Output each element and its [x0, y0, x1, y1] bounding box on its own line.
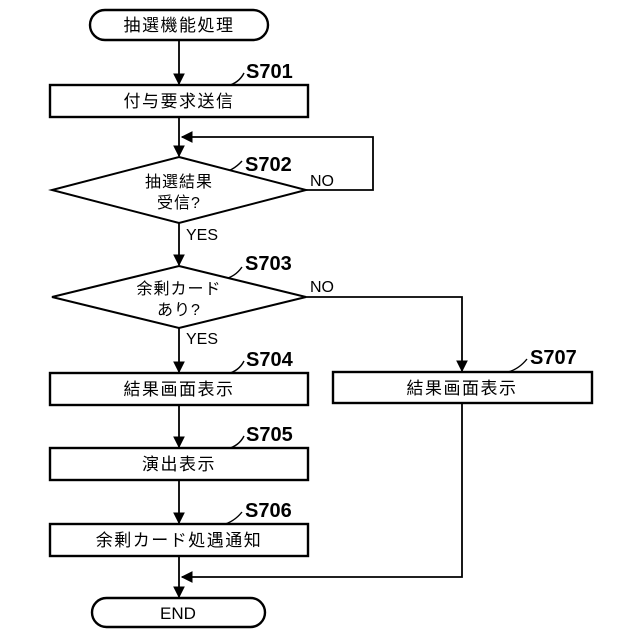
- s707-box: [331, 370, 594, 405]
- connector-s707-to-merge: [180, 403, 463, 583]
- s701-step-id: S701: [246, 61, 293, 83]
- step-s701: 付与要求送信 S701: [48, 61, 310, 119]
- s702-diamond: [48, 155, 310, 225]
- s707-label: 結果画面表示: [407, 379, 518, 398]
- end-terminal: END: [90, 596, 267, 629]
- s703-step-id: S703: [245, 253, 292, 275]
- connectors: [173, 40, 468, 599]
- s705-label: 演出表示: [142, 455, 216, 474]
- s703-diamond: [51, 264, 307, 330]
- step-s702: 抽選結果 受信? S702 NO YES: [48, 154, 334, 244]
- step-s706: 余剰カード処遇通知 S706: [48, 500, 310, 558]
- s702-label-line1: 抽選結果: [145, 173, 213, 191]
- start-terminal-label: 抽選機能処理: [124, 16, 235, 35]
- s706-box: [48, 522, 310, 558]
- s703-yes-label: YES: [186, 331, 218, 348]
- s704-step-id: S704: [246, 349, 294, 371]
- s706-step-id: S706: [245, 500, 292, 522]
- s705-step-id: S705: [246, 424, 293, 446]
- step-s707: 結果画面表示 S707: [331, 347, 594, 405]
- connector-s703-no-to-s707: [306, 296, 468, 373]
- s703-label-line1: 余剰カード: [136, 279, 221, 298]
- s702-step-id: S702: [245, 154, 292, 176]
- s702-label-line2: 受信?: [157, 194, 201, 212]
- step-s705: 演出表示 S705: [48, 424, 310, 482]
- s703-label-line2: あり?: [157, 301, 201, 319]
- end-terminal-label: END: [160, 604, 196, 623]
- step-s703: 余剰カード あり? S703 NO YES: [51, 253, 334, 348]
- s703-no-label: NO: [310, 279, 334, 296]
- connector-s702-no-loop: [180, 131, 374, 191]
- s707-leader: [507, 358, 528, 373]
- end-terminal-shape: [90, 596, 267, 629]
- s706-label: 余剰カード処遇通知: [96, 531, 263, 550]
- step-s704: 結果画面表示 S704: [48, 349, 310, 407]
- start-terminal: 抽選機能処理: [88, 8, 270, 42]
- s701-label: 付与要求送信: [124, 92, 235, 111]
- s701-box: [48, 83, 310, 119]
- s707-step-id: S707: [530, 347, 577, 369]
- s702-no-label: NO: [310, 173, 334, 190]
- s704-label: 結果画面表示: [124, 380, 235, 399]
- s702-yes-label: YES: [186, 227, 218, 244]
- s705-box: [48, 446, 310, 482]
- s704-box: [48, 371, 310, 407]
- start-terminal-shape: [88, 8, 270, 42]
